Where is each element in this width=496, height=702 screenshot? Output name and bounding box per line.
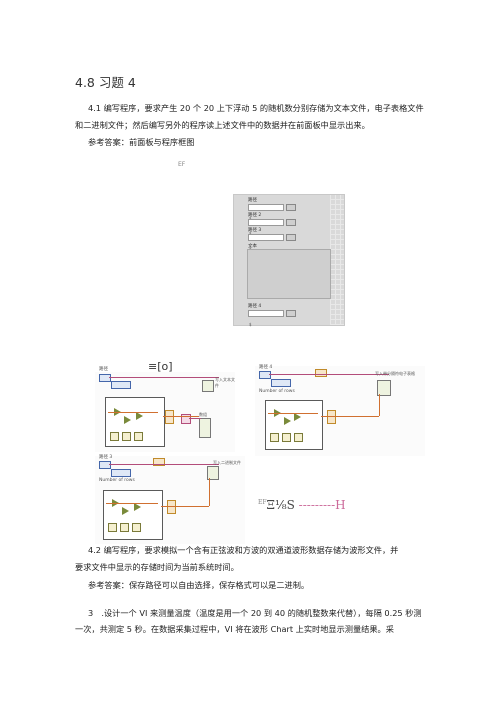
write-spreadsheet-node bbox=[377, 380, 391, 396]
block-diagram-text-file: 路径 写入文本文件 数组 bbox=[95, 367, 235, 452]
path-field-1[interactable]: $ bbox=[248, 204, 284, 221]
path-label-3: 路径 3 bbox=[248, 228, 262, 233]
browse-button-4[interactable] bbox=[286, 310, 296, 317]
d1-array-label: 数组 bbox=[199, 412, 207, 417]
d2-write-label: 写入带分隔符电子表格 bbox=[375, 371, 415, 376]
panel-grid bbox=[330, 195, 344, 325]
array-node bbox=[165, 410, 174, 424]
write-binary-node bbox=[207, 466, 219, 480]
d3-format-node bbox=[153, 458, 165, 466]
path-label-1: 路径 bbox=[248, 198, 257, 203]
text-display[interactable] bbox=[247, 249, 331, 299]
q1-answer: 参考答案：前面板与程序框图 bbox=[88, 137, 195, 147]
d2-path-label: 路径 4 bbox=[259, 365, 273, 370]
d1-path-label: 路径 bbox=[99, 367, 108, 372]
d3-path-label: 路径 3 bbox=[99, 455, 113, 460]
number-to-string-node bbox=[181, 414, 191, 424]
q1-line2: 和二进制文件；然后编写另外的程序读上述文件中的数据并在前面板中显示出来。 bbox=[75, 120, 370, 130]
d3-rows-label: Number of rows bbox=[99, 478, 135, 483]
path-control-node bbox=[99, 374, 111, 382]
figure-mark-small: EF bbox=[178, 161, 186, 168]
q2-line1: 4.2 编写程序，要求模拟一个含有正弦波和方波的双通道波形数据存储为波形文件，并 bbox=[88, 545, 399, 555]
d3-string-node bbox=[111, 469, 131, 477]
for-loop-frame bbox=[105, 397, 165, 447]
d2-string-node bbox=[271, 379, 291, 387]
front-panel-image: 路径 $ 路径 2 $ 路径 3 $ 文本 路径 4 $ bbox=[233, 194, 345, 327]
d2-rows-label: Number of rows bbox=[259, 389, 295, 394]
block-diagram-binary-file: 路径 3 Number of rows 写入二进制文件 bbox=[95, 455, 245, 544]
d1-write-label: 写入文本文件 bbox=[215, 377, 235, 388]
browse-button-2[interactable] bbox=[286, 219, 296, 226]
section-heading: 4.8 习题 4 bbox=[75, 75, 136, 90]
path-label-2: 路径 2 bbox=[248, 213, 262, 218]
path-field-3[interactable]: $ bbox=[248, 234, 284, 251]
d2-array-node bbox=[327, 410, 336, 424]
path-field-2[interactable]: $ bbox=[248, 219, 284, 236]
path-label-4: 路径 4 bbox=[248, 304, 262, 309]
q3-line1: 3 .设计一个 VI 来测量温度（温度是用一个 20 到 40 的随机整数来代替… bbox=[88, 608, 422, 618]
block-diagram-spreadsheet-file: 路径 4 Number of rows 写入带分隔符电子表格 bbox=[255, 365, 425, 456]
browse-button-3[interactable] bbox=[286, 234, 296, 241]
d3-for-loop-frame bbox=[103, 490, 163, 540]
d3-write-label: 写入二进制文件 bbox=[213, 460, 241, 465]
d2-path-node bbox=[259, 371, 271, 379]
text-label: 文本 bbox=[248, 244, 257, 249]
d2-for-loop-frame bbox=[265, 400, 323, 450]
write-text-node bbox=[202, 380, 214, 392]
browse-button-1[interactable] bbox=[286, 204, 296, 211]
d2-format-node bbox=[315, 369, 327, 377]
d3-array-node bbox=[167, 500, 176, 514]
diagram-mark: ≡[o] bbox=[148, 360, 173, 373]
diagram-mark-2: EFΞ⅛S ---------H bbox=[258, 498, 346, 512]
d3-path-node bbox=[99, 461, 111, 469]
path-field-4[interactable]: $ bbox=[248, 310, 284, 327]
string-node bbox=[111, 381, 131, 389]
q1-line1: 4.1 编写程序，要求产生 20 个 20 上下浮动 5 的随机数分别存储为文本… bbox=[88, 103, 424, 113]
array-indicator bbox=[199, 418, 211, 438]
q2-answer: 参考答案：保存路径可以自由选择，保存格式可以是二进制。 bbox=[88, 580, 310, 590]
q2-line2: 要求文件中显示的存储时间为当前系统时间。 bbox=[75, 562, 239, 572]
q3-line2: 一次，共测定 5 秒。在数据采集过程中，VI 将在波形 Chart 上实时地显示… bbox=[75, 624, 394, 634]
